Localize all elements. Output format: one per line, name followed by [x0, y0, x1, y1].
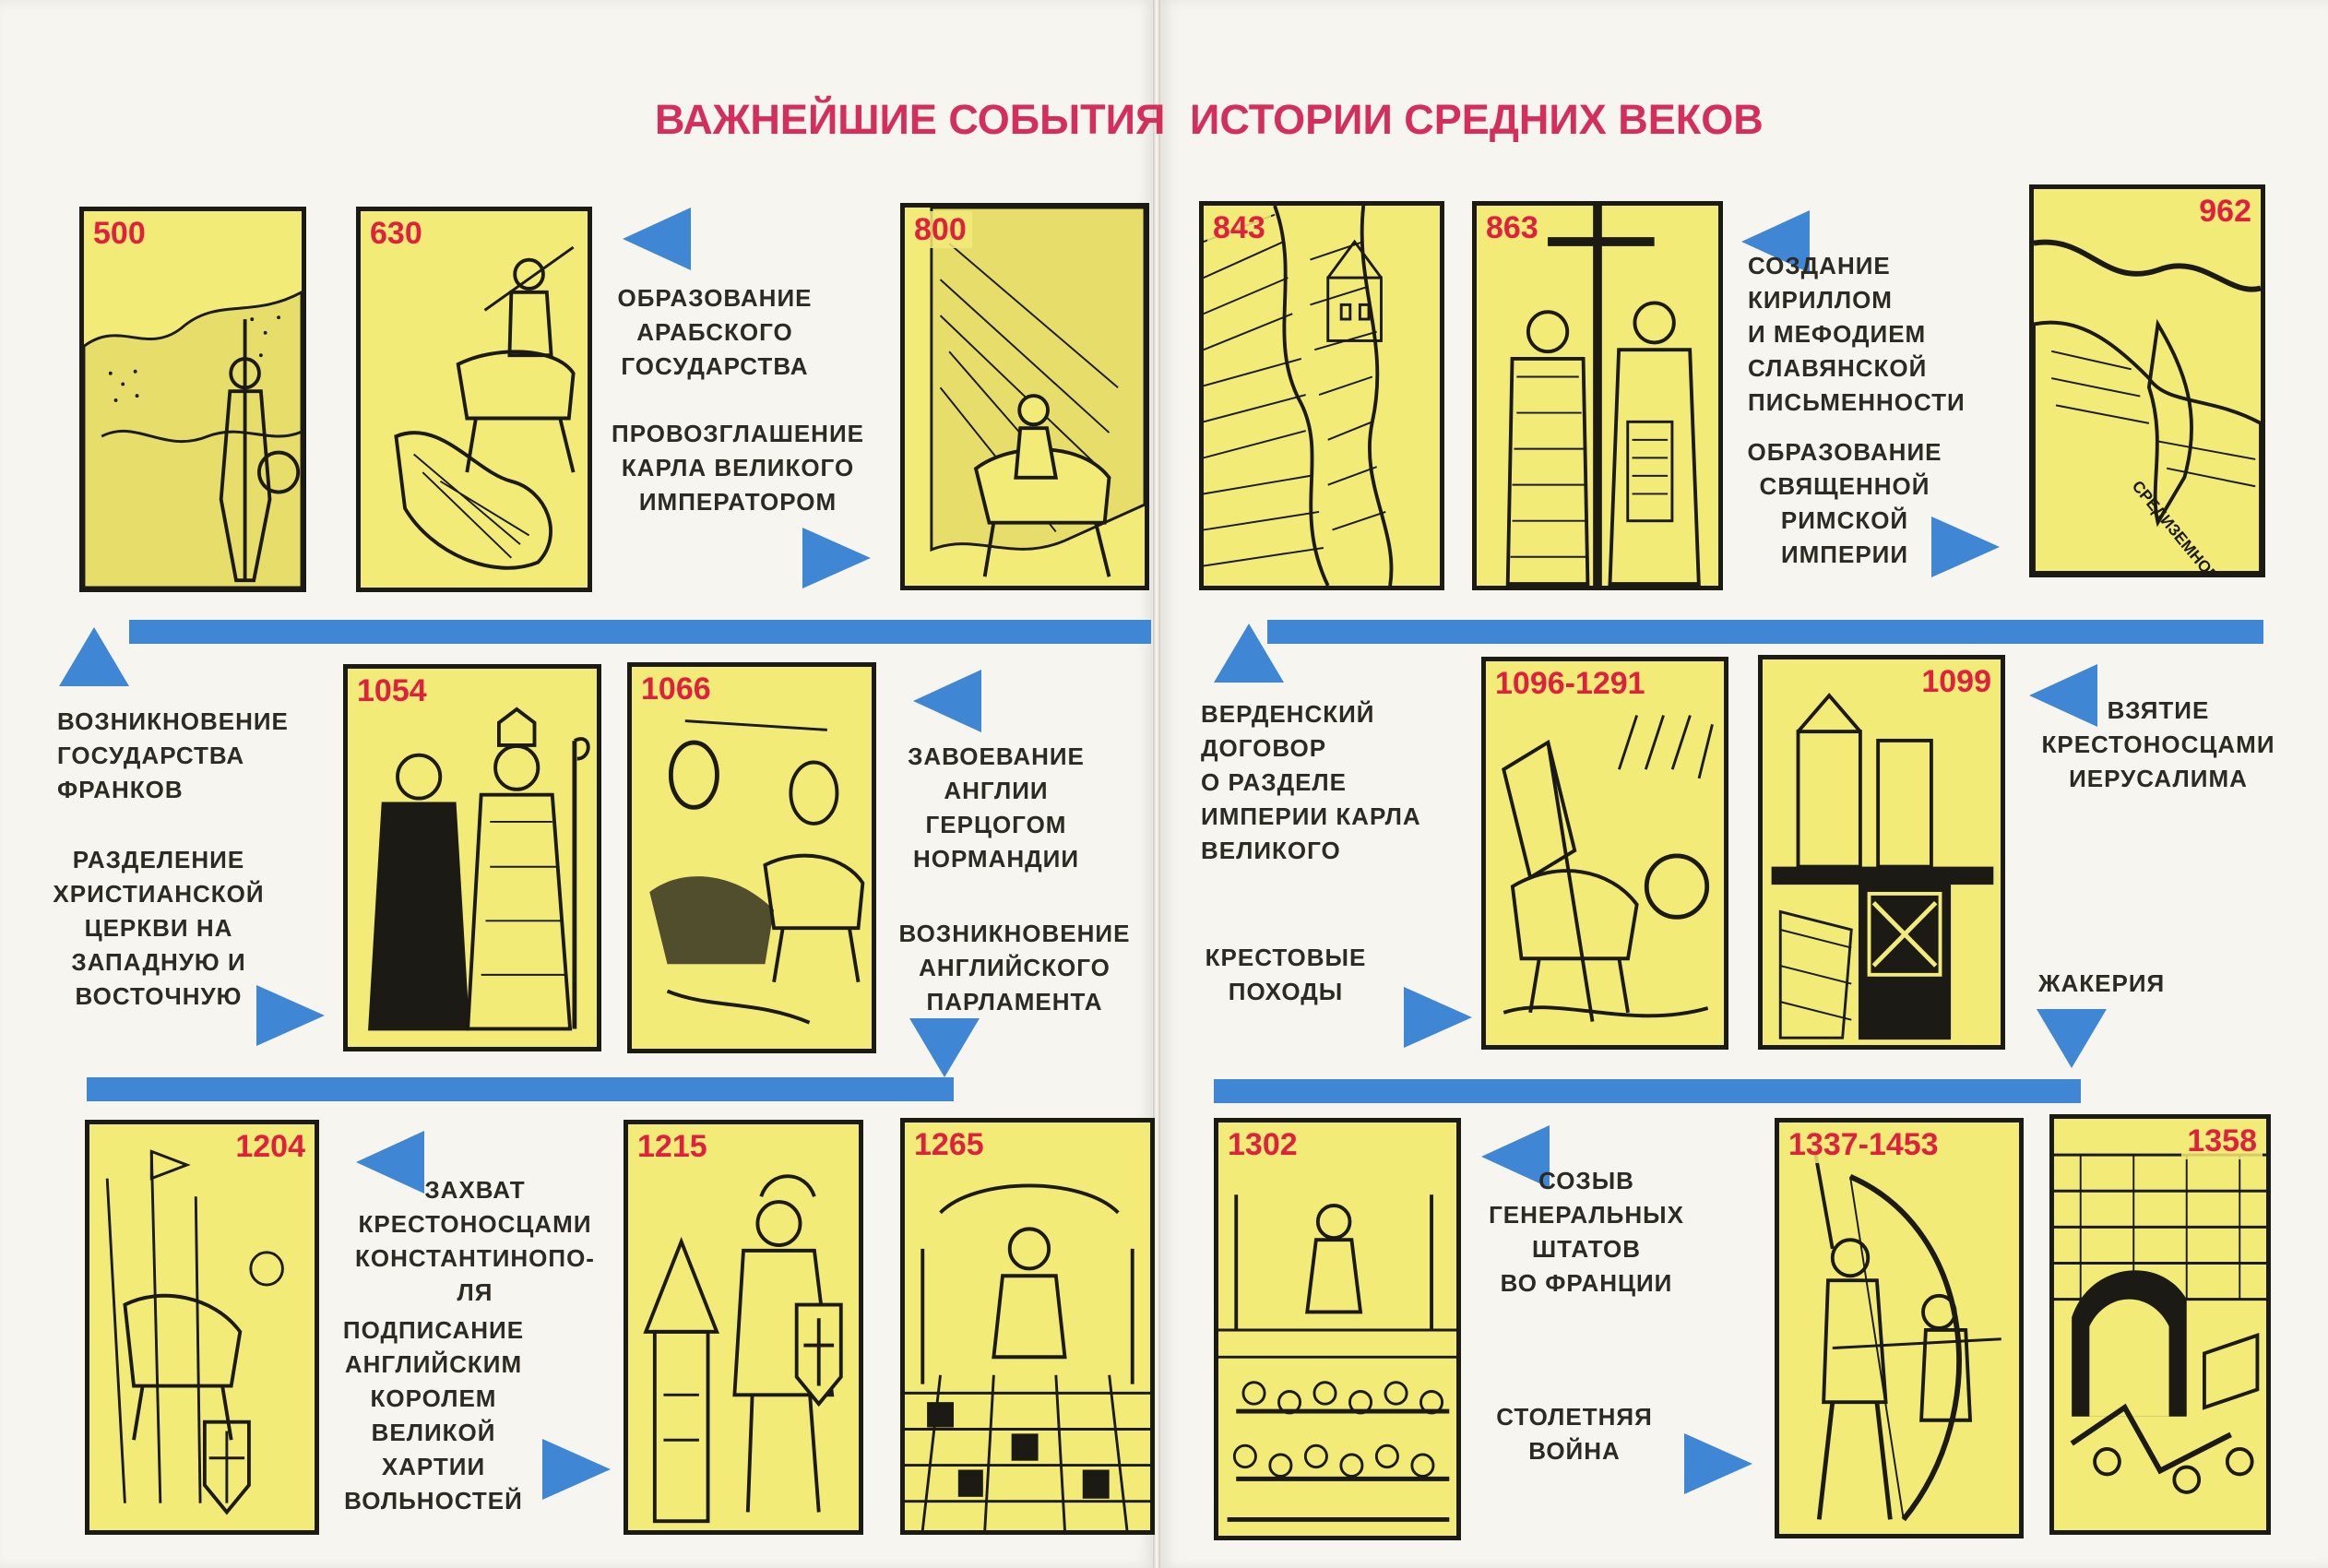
- parliament-hall-icon: [905, 1183, 1150, 1530]
- knight-castle-icon: [643, 1174, 843, 1524]
- panel-1096: 1096-1291: [1481, 657, 1728, 1050]
- arrow-left-icon: [356, 1131, 424, 1194]
- year-label: 1099: [1916, 663, 1997, 700]
- label-magna-carta: подписание английским королем великой ха…: [342, 1316, 525, 1515]
- arrow-right-icon: [1404, 987, 1472, 1048]
- timeline-band: [1267, 620, 2263, 644]
- label-jacquerie: жакерия: [2038, 969, 2166, 997]
- panel-1054: 1054: [343, 664, 601, 1051]
- siege-tower-icon: [1771, 693, 1994, 1040]
- year-label: 843: [1207, 209, 1271, 246]
- horse-rider-map-icon: [394, 245, 576, 570]
- label-arab-state: образование арабского государства: [617, 284, 813, 380]
- panel-1215: 1215: [624, 1120, 863, 1535]
- label-charlemagne: провозглашение карла великого императоро…: [612, 420, 864, 516]
- panel-863: 863: [1472, 201, 1723, 590]
- arrow-right-icon: [256, 985, 325, 1046]
- year-label: 500: [88, 215, 151, 252]
- year-label: 1096-1291: [1490, 665, 1651, 702]
- label-estates-general: созыв генеральных штатов во франции: [1489, 1167, 1684, 1297]
- label-conquest-england: завоевание англии герцогом нормандии: [908, 742, 1085, 873]
- year-label: 1302: [1222, 1126, 1303, 1163]
- panel-1358: 1358: [2049, 1114, 2271, 1535]
- label-constantinople: захват крестоносцами константинопо- ля: [355, 1176, 595, 1306]
- peasant-revolt-icon: [2054, 1153, 2266, 1494]
- year-label: 962: [2193, 193, 2257, 230]
- arrow-right-icon: [542, 1439, 611, 1500]
- arrow-right-icon: [1931, 517, 2000, 577]
- arrow-down-icon: [909, 1018, 980, 1077]
- horseman-map-icon: [930, 208, 1145, 577]
- panel-1337: 1337-1453: [1775, 1118, 2024, 1538]
- label-parliament: возникновение английского парламента: [898, 920, 1131, 1016]
- battle-scene-icon: [649, 719, 865, 1025]
- year-label: 863: [1480, 209, 1544, 246]
- arrow-down-icon: [2037, 1009, 2107, 1068]
- mediterranean-map-icon: СРЕДИЗЕМНОЕ МОРЕ: [2034, 239, 2261, 573]
- year-label: 1204: [230, 1128, 311, 1165]
- monks-cross-icon: [1505, 206, 1701, 586]
- arrow-right-icon: [802, 528, 871, 588]
- panel-1066: 1066: [627, 662, 876, 1053]
- panel-1204: 1204: [85, 1120, 319, 1535]
- label-cyril: создание кириллом и мефодием славянской …: [1748, 252, 1966, 416]
- arrow-left-icon: [623, 208, 691, 270]
- page-title-left: ВАЖНЕЙШИЕ СОБЫТИЯ: [655, 96, 1166, 143]
- year-label: 1054: [351, 672, 433, 709]
- panel-1302: 1302: [1214, 1118, 1461, 1540]
- book-spine: [1153, 0, 1160, 1568]
- year-label: 800: [909, 211, 972, 248]
- arrow-left-icon: [1481, 1125, 1550, 1188]
- panel-500: 500: [79, 207, 306, 592]
- year-label: 1337-1453: [1783, 1126, 1944, 1163]
- timeline-band: [129, 620, 1151, 644]
- label-crusades: крестовые походы: [1205, 944, 1367, 1005]
- page-title-right: ИСТОРИИ СРЕДНИХ ВЕКОВ: [1190, 96, 1764, 143]
- year-label: 1358: [2181, 1123, 2263, 1159]
- crusade-battle-icon: [1502, 715, 1714, 1022]
- arrow-left-icon: [913, 670, 981, 732]
- label-church-split: разделение христианской церкви на западн…: [53, 846, 265, 1010]
- panel-800: 800: [900, 203, 1149, 590]
- arrow-left-icon: [2029, 664, 2097, 727]
- archer-knight-icon: [1812, 1148, 2001, 1522]
- label-hre: образование священной римской империи: [1747, 438, 1942, 568]
- year-label: 1265: [909, 1126, 990, 1163]
- divided-map-icon: [1204, 206, 1394, 586]
- year-label: 1215: [632, 1128, 713, 1165]
- crusader-army-icon: [105, 1149, 284, 1515]
- timeline-band: [87, 1077, 954, 1101]
- label-jerusalem: взятие крестоносцами иерусалима: [2041, 696, 2275, 792]
- assembly-icon: [1218, 1194, 1456, 1522]
- arrow-up-icon: [1214, 624, 1284, 683]
- year-label: 1066: [635, 671, 717, 707]
- map-warrior-icon: [84, 291, 302, 588]
- label-hundred-years: столетняя война: [1496, 1403, 1653, 1465]
- arrow-up-icon: [59, 627, 129, 686]
- timeline-band: [1214, 1079, 2081, 1103]
- panel-1099: 1099: [1758, 655, 2005, 1050]
- year-label: 630: [364, 215, 428, 252]
- panel-1265: 1265: [900, 1118, 1155, 1535]
- arrow-right-icon: [1684, 1433, 1752, 1494]
- label-verdun: верденский договор о разделе империи кар…: [1201, 700, 1421, 864]
- panel-630: 630: [356, 207, 592, 592]
- clergy-icon: [368, 707, 590, 1031]
- panel-962: СРЕДИЗЕМНОЕ МОРЕ 962: [2029, 184, 2265, 577]
- panel-843: 843: [1199, 201, 1444, 590]
- arrow-left-icon: [1741, 210, 1810, 273]
- label-franks: возникновение государства франков: [57, 707, 289, 803]
